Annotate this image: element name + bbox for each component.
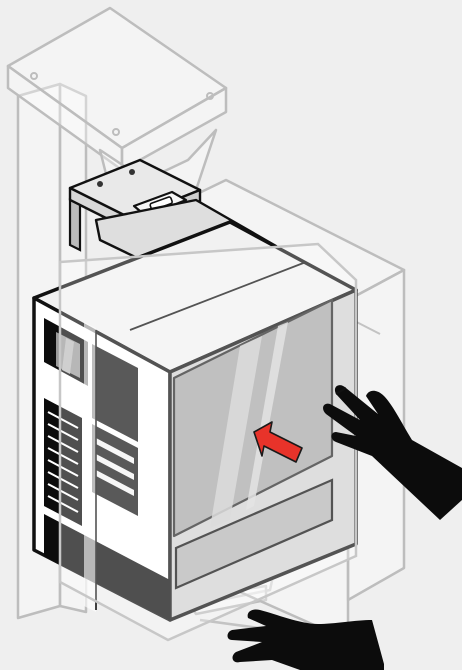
mounting-illustration [0,0,462,670]
